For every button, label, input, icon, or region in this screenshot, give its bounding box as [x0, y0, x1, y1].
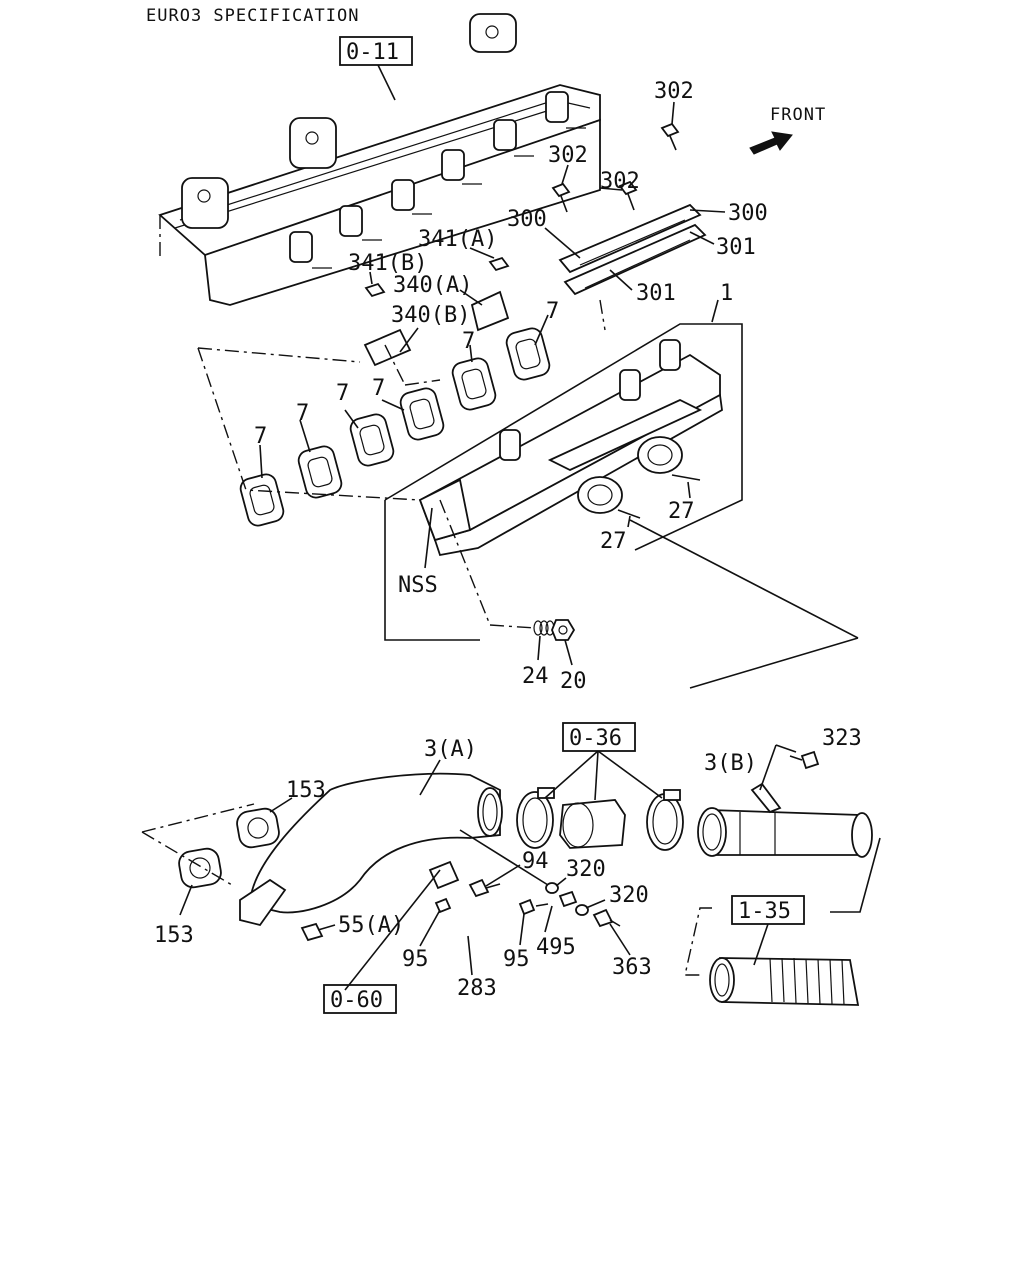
- manifold-gaskets: [239, 327, 551, 527]
- bracket-340: [363, 256, 510, 367]
- callout-341b: 341(B): [348, 251, 427, 276]
- callout-301: 301: [636, 281, 676, 306]
- callout-302: 302: [600, 169, 640, 194]
- callout-95: 95: [503, 947, 530, 972]
- callout-7: 7: [546, 299, 559, 324]
- callout-leaders-top: [259, 101, 726, 666]
- flexible-pipe: [709, 957, 860, 1006]
- callout-341a: 341(A): [418, 227, 497, 252]
- callout-7: 7: [462, 329, 475, 354]
- callout-20: 20: [560, 669, 587, 694]
- cylinder-head: [158, 13, 601, 306]
- callout-495: 495: [536, 935, 576, 960]
- ref-box-0-11[interactable]: 0-11: [339, 36, 413, 66]
- ref-box-0-60[interactable]: 0-60: [323, 984, 397, 1014]
- clamp-sleeve-set: [516, 787, 684, 851]
- gasket-153: [178, 807, 280, 889]
- callout-27: 27: [668, 499, 695, 524]
- bolt-302: [551, 122, 680, 213]
- callout-153: 153: [286, 778, 326, 803]
- svg-text:0-11: 0-11: [346, 40, 399, 65]
- callout-283: 283: [457, 976, 497, 1001]
- nut-and-washer: [533, 619, 576, 641]
- callout-300: 300: [728, 201, 768, 226]
- arrow-right-icon: [749, 131, 793, 155]
- callout-320: 320: [566, 857, 606, 882]
- svg-text:0-36: 0-36: [569, 726, 622, 751]
- exhaust-manifold: [418, 339, 723, 557]
- callout-94: 94: [522, 849, 549, 874]
- callout-340b: 340(B): [391, 303, 470, 328]
- callout-153: 153: [154, 923, 194, 948]
- callout-27: 27: [600, 529, 627, 554]
- callout-nss: NSS: [398, 573, 438, 598]
- exhaust-pipe-3b: [697, 782, 873, 858]
- ref-box-0-36[interactable]: 0-36: [562, 722, 636, 752]
- ref-box-1-35[interactable]: 1-35: [731, 895, 805, 925]
- callout-7: 7: [296, 401, 309, 426]
- callout-labels: 302 302 302 300 300 301 301 341(A) 341(B…: [154, 79, 862, 1001]
- exhaust-pipe-3a: [239, 772, 503, 927]
- small-hardware: [300, 860, 621, 942]
- callout-300: 300: [507, 207, 547, 232]
- callout-323: 323: [822, 726, 862, 751]
- callout-3b: 3(B): [704, 751, 757, 776]
- callout-7: 7: [372, 376, 385, 401]
- svg-text:1-35: 1-35: [738, 899, 791, 924]
- callout-363: 363: [612, 955, 652, 980]
- callout-302: 302: [548, 143, 588, 168]
- bolt-323: [789, 750, 820, 770]
- page-title: EURO3 SPECIFICATION: [146, 6, 359, 26]
- callout-24: 24: [522, 664, 549, 689]
- callout-3a: 3(A): [424, 737, 477, 762]
- callout-7: 7: [254, 424, 267, 449]
- callout-340a: 340(A): [393, 273, 472, 298]
- callout-320: 320: [609, 883, 649, 908]
- front-label: FRONT: [770, 105, 826, 125]
- svg-text:0-60: 0-60: [330, 988, 383, 1013]
- callout-302: 302: [654, 79, 694, 104]
- callout-leaders-bottom: [317, 759, 631, 991]
- callout-95: 95: [402, 947, 429, 972]
- stud-27: [617, 474, 701, 519]
- callout-301: 301: [716, 235, 756, 260]
- callout-55a: 55(A): [338, 913, 404, 938]
- callout-7: 7: [336, 381, 349, 406]
- heat-shield-plates: [558, 203, 707, 296]
- callout-1: 1: [720, 281, 733, 306]
